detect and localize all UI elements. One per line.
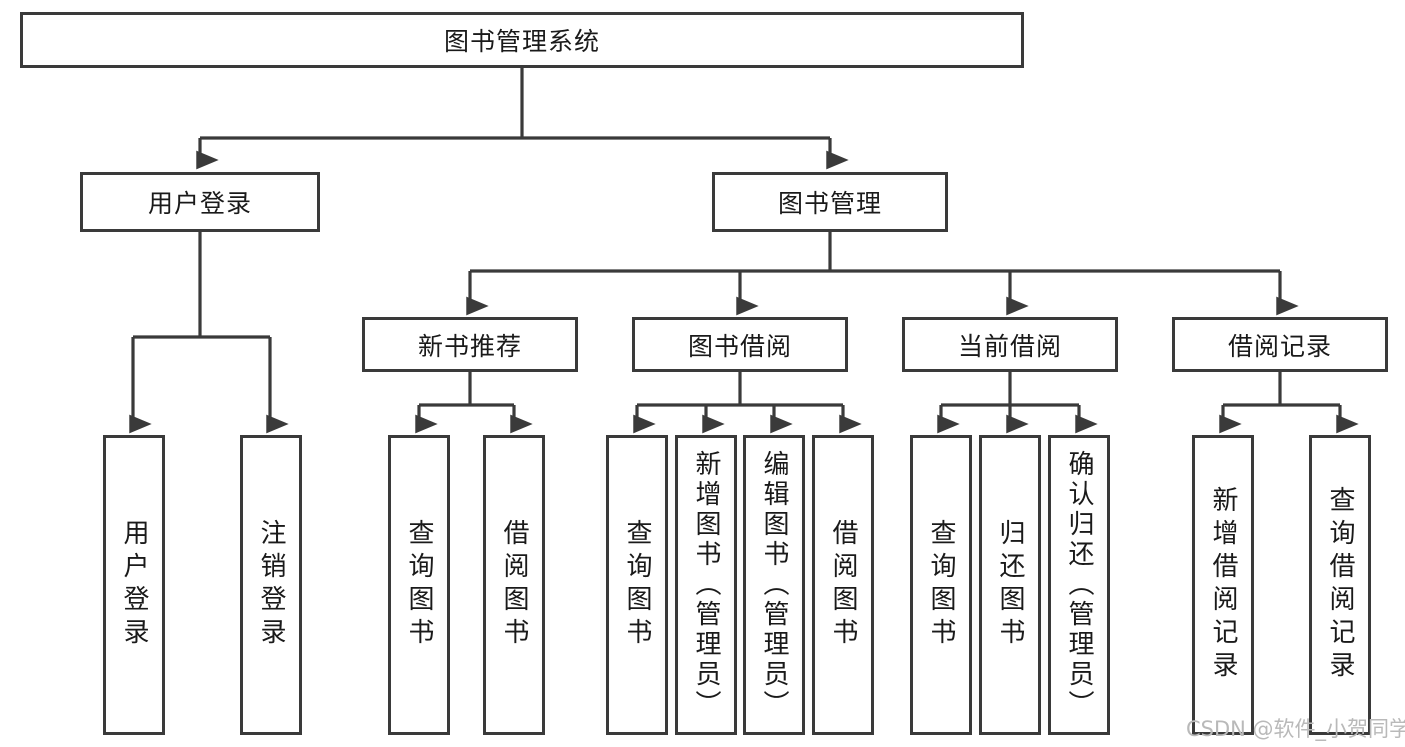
leaf-query-book-new[interactable]: 查询图书 — [388, 435, 450, 735]
leaf-edit-book-admin[interactable]: 编辑图书（管理员） — [743, 435, 805, 735]
node-book-management[interactable]: 图书管理 — [712, 172, 948, 232]
leaf-query-book-current[interactable]: 查询图书 — [910, 435, 972, 735]
csdn-watermark: CSDN @软件_小贺同学 — [1186, 717, 1405, 741]
leaf-user-login[interactable]: 用户登录 — [103, 435, 165, 735]
leaf-user-logout[interactable]: 注销登录 — [240, 435, 302, 735]
leaf-query-book-borrow[interactable]: 查询图书 — [606, 435, 668, 735]
leaf-add-borrow-record[interactable]: 新增借阅记录 — [1192, 435, 1254, 735]
leaf-borrow-book-new[interactable]: 借阅图书 — [483, 435, 545, 735]
node-borrow-record[interactable]: 借阅记录 — [1172, 317, 1388, 372]
node-new-book-recommend[interactable]: 新书推荐 — [362, 317, 578, 372]
leaf-add-book-admin[interactable]: 新增图书（管理员） — [675, 435, 737, 735]
leaf-return-book[interactable]: 归还图书 — [979, 435, 1041, 735]
node-system-root[interactable]: 图书管理系统 — [20, 12, 1024, 68]
node-current-borrow[interactable]: 当前借阅 — [902, 317, 1118, 372]
node-book-borrow[interactable]: 图书借阅 — [632, 317, 848, 372]
node-user-login[interactable]: 用户登录 — [80, 172, 320, 232]
leaf-borrow-book[interactable]: 借阅图书 — [812, 435, 874, 735]
leaf-query-borrow-record[interactable]: 查询借阅记录 — [1309, 435, 1371, 735]
leaf-confirm-return-admin[interactable]: 确认归还（管理员） — [1048, 435, 1110, 735]
